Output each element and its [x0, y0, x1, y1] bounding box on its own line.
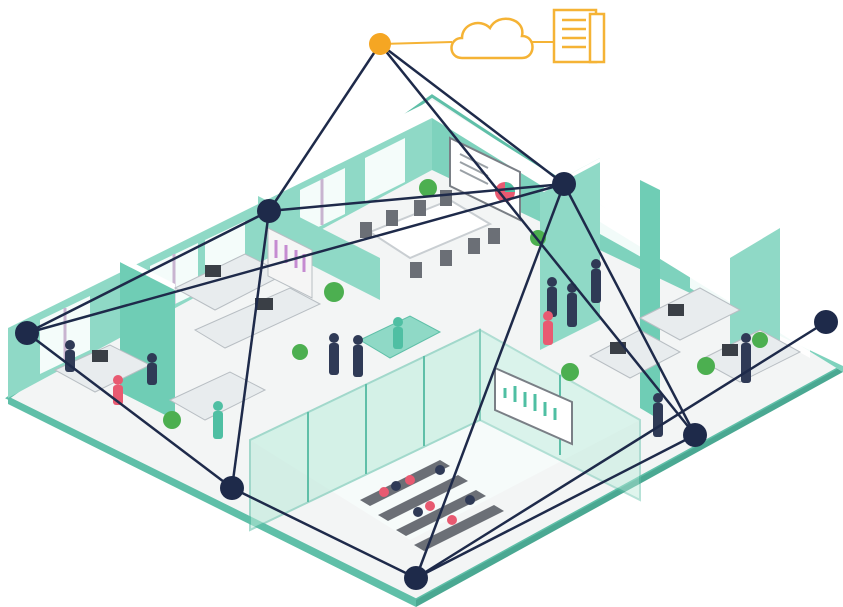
network-link-n1-n2 — [268, 182, 565, 213]
server-document-icon — [552, 8, 606, 64]
network-link-n1-n4 — [230, 210, 271, 489]
network-link-n3-n2 — [26, 182, 565, 335]
plants — [163, 179, 768, 429]
network-node-n3 — [15, 321, 39, 345]
network-link-n2-n5 — [414, 183, 566, 579]
network-link-n6-n5 — [415, 433, 696, 580]
network-node-n5 — [404, 566, 428, 590]
network-link-gw-n6 — [379, 43, 696, 436]
cloud-link-line — [379, 41, 554, 45]
office-floor — [5, 94, 843, 607]
network-link-n3-n4 — [26, 332, 233, 489]
gateway-node-icon — [369, 33, 391, 55]
network-link-gw-n2 — [379, 43, 565, 185]
back-left-wall — [8, 100, 432, 398]
network-link-n2-n6 — [562, 183, 697, 436]
cloud-icon — [450, 17, 534, 60]
network-link-n5-n7 — [415, 320, 827, 580]
boardroom — [360, 136, 521, 278]
network-node-n2 — [552, 172, 576, 196]
network-node-n7 — [814, 310, 838, 334]
network-node-n1 — [257, 199, 281, 223]
network-links — [26, 43, 827, 580]
network-link-n4-n5 — [231, 486, 417, 580]
network-nodes — [15, 33, 838, 590]
network-node-n4 — [220, 476, 244, 500]
network-link-gw-n1 — [267, 43, 382, 212]
network-node-n6 — [683, 423, 707, 447]
network-link-n1-n3 — [26, 209, 270, 335]
glass-conference-room — [249, 328, 641, 551]
